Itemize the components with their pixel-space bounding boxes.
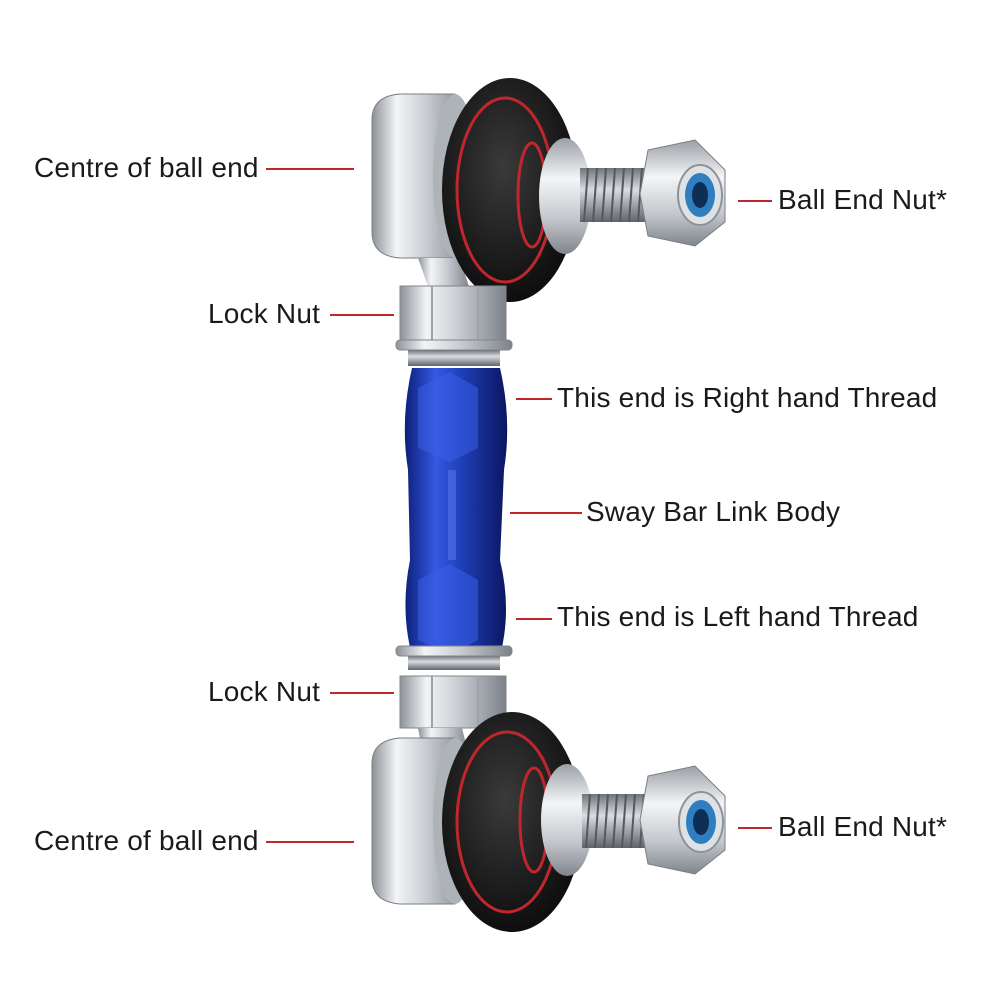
label-bottom-centre-of-ball-end: Centre of ball end [34,825,259,856]
label-top-ball-end-nut: Ball End Nut* [778,184,948,215]
label-top-centre-of-ball-end: Centre of ball end [34,152,259,183]
leader-top-lock-nut [330,314,394,316]
top-lock-nut [395,285,513,366]
leader-bottom-ball-end-nut [738,827,772,829]
leader-top-centre-of-ball-end [266,168,354,170]
label-right-hand-thread: This end is Right hand Thread [557,382,938,413]
label-bottom-lock-nut: Lock Nut [208,676,321,707]
leader-bottom-centre-of-ball-end [266,841,354,843]
sway-bar-link-body [404,368,508,656]
bottom-ball-end [371,712,726,932]
leader-bottom-lock-nut [330,692,394,694]
leader-sway-bar-link-body [510,512,582,514]
leader-right-hand-thread [516,398,552,400]
label-bottom-ball-end-nut: Ball End Nut* [778,811,948,842]
label-sway-bar-link-body: Sway Bar Link Body [586,496,841,527]
label-top-lock-nut: Lock Nut [208,298,321,329]
leader-left-hand-thread [516,618,552,620]
top-ball-end [371,78,726,302]
label-left-hand-thread: This end is Left hand Thread [557,601,919,632]
leader-top-ball-end-nut [738,200,772,202]
